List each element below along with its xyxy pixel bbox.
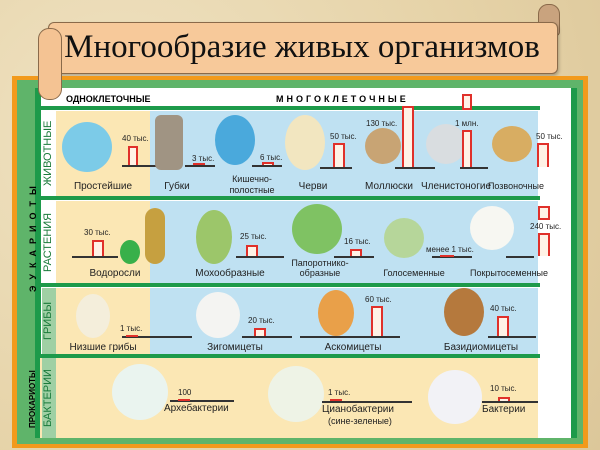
column-header: ОДНОКЛЕТОЧНЫЕ МНОГОКЛЕТОЧНЫЕ bbox=[26, 94, 546, 106]
bacteria-icon bbox=[428, 370, 482, 424]
row-label-fungi: ГРИБЫ bbox=[42, 288, 56, 354]
divider bbox=[40, 106, 540, 110]
eukaryotes-label: ЭУКАРИОТЫ bbox=[28, 180, 38, 292]
seaweed-icon bbox=[145, 208, 165, 264]
chamomile-icon bbox=[470, 206, 514, 250]
sponge-icon bbox=[155, 115, 183, 170]
row-label-animals: ЖИВОТНЫЕ bbox=[42, 120, 54, 187]
row-label-plants: РАСТЕНИЯ bbox=[42, 212, 54, 272]
row-label-bacteria: БАКТЕРИИ bbox=[42, 358, 56, 438]
fly-icon bbox=[426, 124, 466, 164]
page-title: Многообразие живых организмов bbox=[64, 29, 540, 65]
unicellular-label: ОДНОКЛЕТОЧНЫЕ bbox=[66, 94, 151, 104]
algae-icon bbox=[120, 240, 140, 264]
fern-icon bbox=[292, 204, 342, 254]
pine-icon bbox=[384, 218, 424, 258]
archaebacteria-icon bbox=[112, 364, 168, 420]
protozoa-icon bbox=[62, 122, 112, 172]
multicellular-label: МНОГОКЛЕТОЧНЫЕ bbox=[276, 94, 409, 104]
lower-fungi-icon bbox=[76, 294, 110, 338]
jellyfish-icon bbox=[215, 115, 255, 165]
bar bbox=[128, 146, 138, 165]
moss-icon bbox=[196, 210, 232, 264]
scroll-curl-left bbox=[38, 28, 62, 100]
porcini-icon bbox=[444, 288, 484, 336]
title-scroll bbox=[48, 22, 558, 74]
cyanobacteria-icon bbox=[268, 366, 324, 422]
prokaryotes-label: ПРОКАРИОТЫ bbox=[28, 370, 37, 428]
morel-icon bbox=[318, 290, 354, 336]
worm-icon bbox=[285, 115, 325, 170]
mouse-icon bbox=[492, 126, 532, 162]
snail-icon bbox=[365, 128, 401, 164]
zygomycete-icon bbox=[196, 292, 240, 338]
